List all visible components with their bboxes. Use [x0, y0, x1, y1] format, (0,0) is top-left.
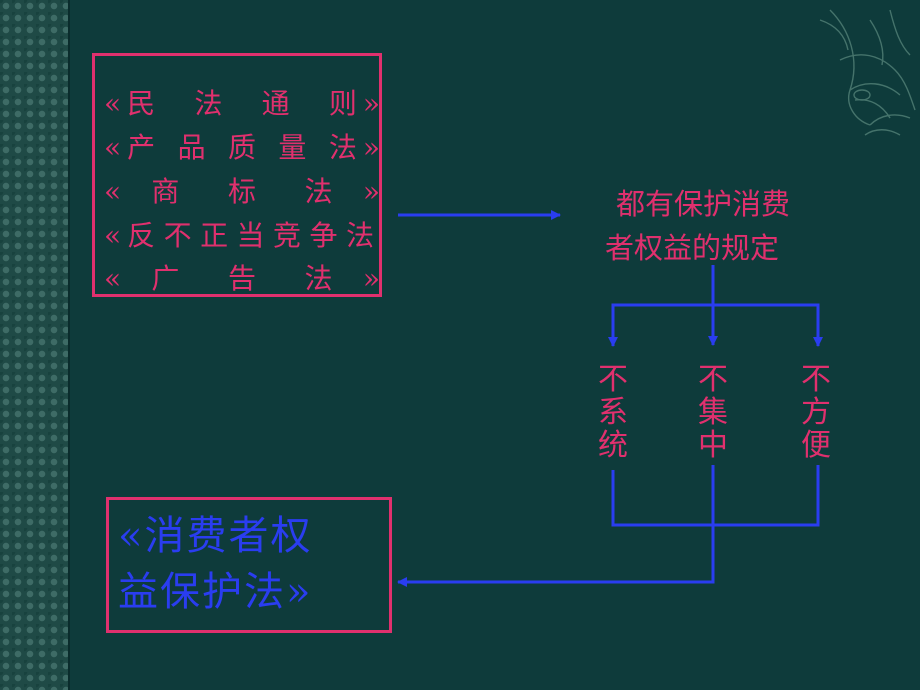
law-item: « 广告法 » — [104, 257, 380, 301]
result-line-1: «消费者权 — [118, 513, 313, 559]
law-close-quote: » — [362, 175, 380, 208]
law-close-quote: » — [362, 262, 380, 295]
label-not-centralized: 不集中 — [698, 362, 728, 463]
strip-divider — [68, 0, 70, 690]
law-open-quote: « — [104, 87, 122, 120]
law-name: 广告法 — [151, 262, 333, 295]
note-line-2: 者权益的规定 — [605, 231, 780, 265]
arrow-to-result — [397, 465, 715, 587]
bird-ornament-icon — [819, 9, 916, 136]
law-name: 商标法 — [151, 175, 333, 208]
merge-bracket — [611, 465, 820, 527]
law-item: «反不正当竞争法 — [104, 214, 380, 258]
label-inconvenient: 不方便 — [801, 362, 831, 463]
result-box — [106, 497, 392, 633]
law-item: «民法通则» — [104, 82, 380, 126]
label-not-systematic: 不系统 — [598, 362, 628, 463]
law-close-quote: » — [362, 87, 380, 120]
law-item: «产品质量法» — [104, 126, 380, 170]
law-name: 反不正当竞争法 — [127, 219, 374, 252]
slide-background — [70, 0, 920, 690]
decorative-left-strip — [0, 0, 68, 690]
law-open-quote: « — [104, 175, 122, 208]
law-open-quote: « — [104, 262, 122, 295]
law-close-quote: » — [362, 131, 380, 164]
law-open-quote: « — [104, 219, 122, 252]
law-name: 产品质量法 — [127, 131, 357, 164]
law-item: « 商标法 » — [104, 170, 380, 214]
result-title: «消费者权 益保护法» — [118, 508, 388, 620]
result-line-2: 益保护法» — [118, 569, 313, 615]
note-line-1: 都有保护消费 — [616, 187, 791, 221]
law-name: 民法通则 — [127, 87, 357, 120]
law-list-box — [92, 53, 382, 297]
branch-bracket — [611, 303, 820, 345]
law-open-quote: « — [104, 131, 122, 164]
